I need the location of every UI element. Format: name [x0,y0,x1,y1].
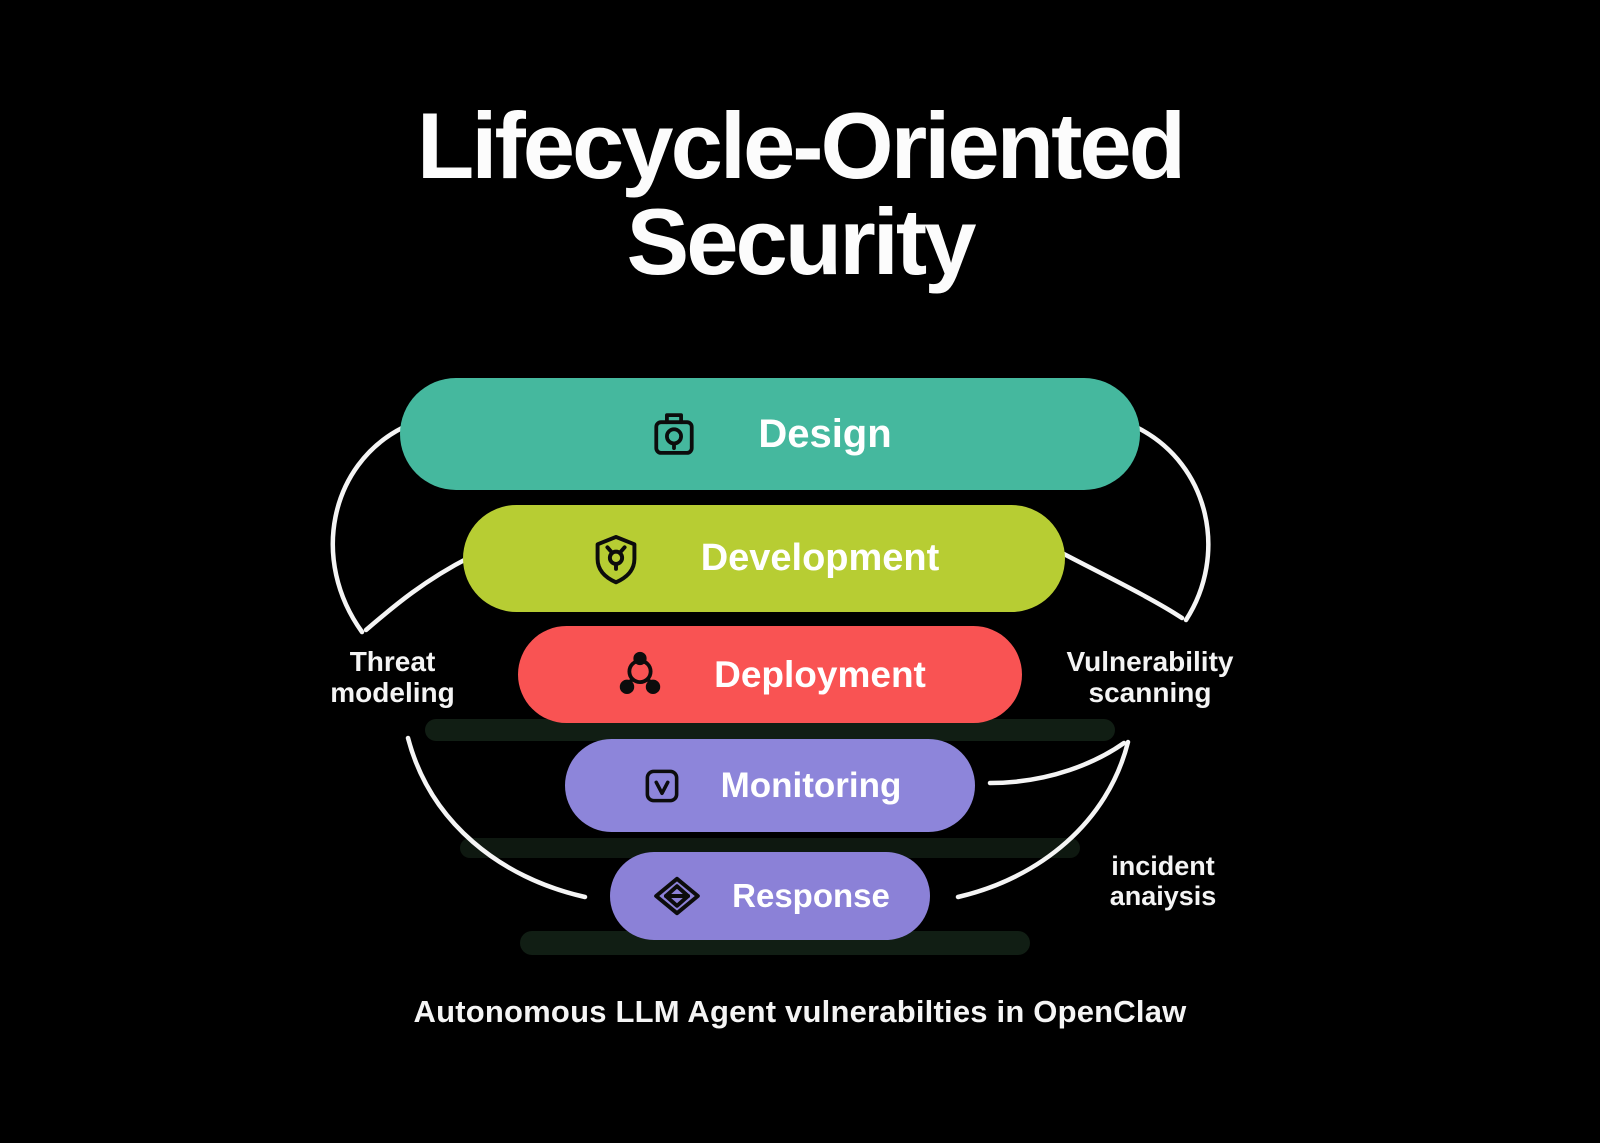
vuln-line-1: Vulnerability [1066,646,1234,677]
stage-design: Design [400,378,1140,490]
left-brace-top-curve [330,425,405,635]
ghost-row [460,838,1080,858]
incident-line-2: anaiysis [1109,881,1217,912]
page-title: Lifecycle-Oriented Security [0,98,1600,290]
vuln-line-2: scanning [1088,677,1212,709]
right-brace-top-curve [1135,425,1211,623]
right-brace-lower-curve [1057,549,1185,621]
vulnerability-scanning-label: Vulnerability scanning [1040,646,1260,709]
camera-icon [648,408,700,460]
stage-monitoring: Monitoring [565,739,975,832]
molecule-icon [614,649,666,701]
stage-label: Deployment [714,653,926,695]
title-line-1: Lifecycle-Oriented [416,93,1186,198]
stage-label: Design [758,411,892,456]
stage-label: Response [732,877,890,914]
diamond-icon [650,869,704,923]
ghost-row [425,719,1115,741]
stage-development: Development [463,505,1065,612]
shield-bug-icon [589,532,643,586]
stage-response: Response [610,852,930,940]
stage-label: Development [700,537,940,579]
incident-line-1: incident [1111,851,1215,881]
bottom-left-curve [405,735,588,900]
caption: Autonomous LLM Agent vulnerabilties in O… [413,994,1187,1029]
title-line-2: Security [626,188,977,294]
threat-modeling-label: Threat modeling [285,646,500,709]
stage-deployment: Deployment [518,626,1022,723]
threat-line-2: modeling [330,677,455,709]
stage-label: Monitoring [720,765,902,805]
threat-line-1: Threat [349,646,436,677]
monitoring-to-incident-line [987,740,1127,786]
checkbox-icon [639,763,685,809]
incident-analysis-label: incident anaiysis [1088,851,1238,911]
left-brace-lower-curve [363,554,473,633]
